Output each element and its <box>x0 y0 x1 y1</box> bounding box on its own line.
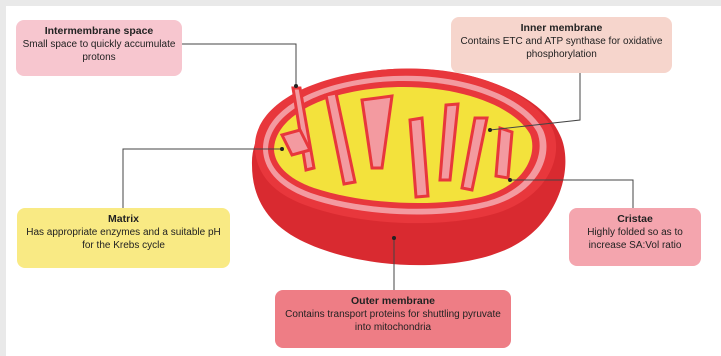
cristae-title: Cristae <box>575 213 695 226</box>
cristae-label: Cristae Highly folded so as to increase … <box>569 208 701 266</box>
outer-membrane-title: Outer membrane <box>281 295 505 308</box>
outer-membrane-label: Outer membrane Contains transport protei… <box>275 290 511 348</box>
intermembrane-space-desc: Small space to quickly accumulate proton… <box>22 38 176 64</box>
inner-membrane-label: Inner membrane Contains ETC and ATP synt… <box>451 17 672 73</box>
cristae-desc: Highly folded so as to increase SA:Vol r… <box>575 226 695 252</box>
outer-membrane-desc: Contains transport proteins for shuttlin… <box>281 308 505 334</box>
inner-membrane-title: Inner membrane <box>457 22 666 35</box>
matrix-title: Matrix <box>23 213 224 226</box>
inner-membrane-desc: Contains ETC and ATP synthase for oxidat… <box>457 35 666 61</box>
intermembrane-space-title: Intermembrane space <box>22 25 176 38</box>
matrix-label: Matrix Has appropriate enzymes and a sui… <box>17 208 230 268</box>
intermembrane-space-label: Intermembrane space Small space to quick… <box>16 20 182 76</box>
matrix-desc: Has appropriate enzymes and a suitable p… <box>23 226 224 252</box>
